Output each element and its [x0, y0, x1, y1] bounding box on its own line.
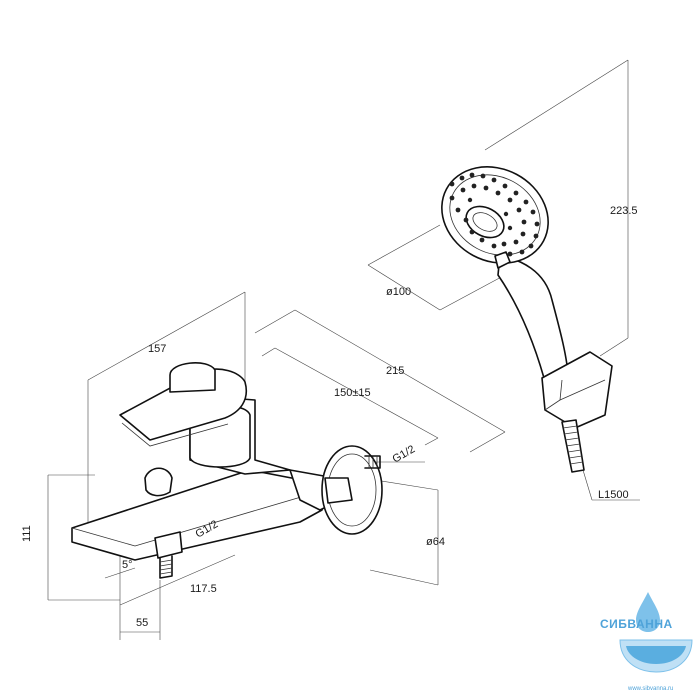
- watermark-url: www.sibvanna.ru: [627, 686, 673, 692]
- watermark-logo: СИБВАННА www.sibvanna.ru: [600, 592, 693, 692]
- dim-l1500: L1500: [598, 489, 629, 501]
- dim-223-5: 223.5: [610, 205, 638, 217]
- mixer-body: [71, 362, 383, 579]
- dim-100: ø100: [386, 286, 411, 298]
- dim-117-5: 117.5: [190, 583, 217, 595]
- dim-64: ø64: [426, 536, 445, 548]
- dim-215: 215: [386, 365, 404, 377]
- dim-5deg: 5°: [122, 559, 133, 571]
- hand-shower: [441, 166, 613, 473]
- dimension-lines: [47, 59, 640, 640]
- watermark-brand: СИБВАННА: [600, 617, 673, 631]
- dimension-labels: 157 215 150±15 G1/2 111 5° G1/2 117.5 55…: [21, 205, 638, 629]
- shower-nozzles: [449, 172, 540, 257]
- dim-150: 150±15: [334, 387, 371, 399]
- water-drop-icon: [636, 592, 660, 632]
- dim-55: 55: [136, 617, 148, 629]
- dim-157: 157: [148, 343, 166, 355]
- dim-111: 111: [21, 525, 33, 542]
